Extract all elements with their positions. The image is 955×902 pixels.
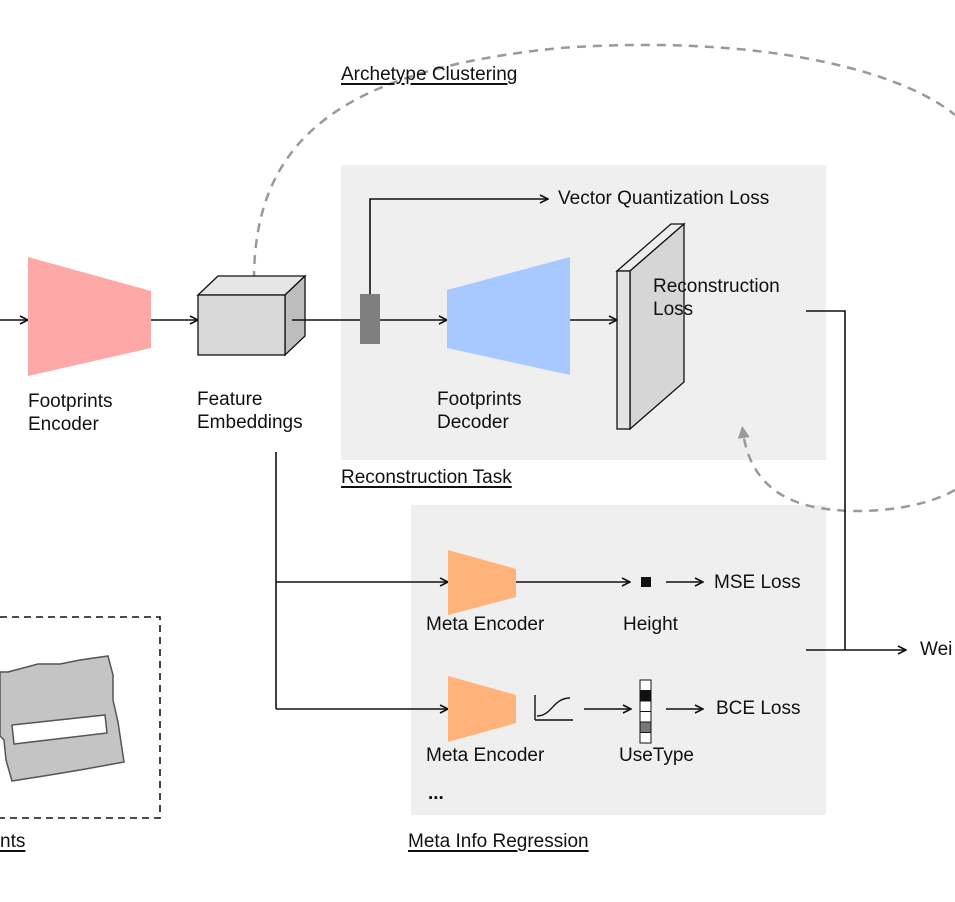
footprints-encoder-label-line1: Footprints (28, 391, 113, 412)
meta-info-regression-panel (411, 505, 826, 815)
usetype-label: UseType (619, 745, 694, 766)
reconstruction-task-title: Reconstruction Task (341, 467, 512, 488)
meta-encoder-1-label: Meta Encoder (426, 614, 545, 635)
footprints-input-title: nts (0, 831, 26, 852)
clustering-return-dashed-arc (737, 426, 955, 513)
footprints-decoder-label-line2: Decoder (437, 412, 509, 433)
meta-encoder-1-shape (448, 550, 516, 615)
vq-loss-label: Vector Quantization Loss (558, 188, 770, 209)
footprints-decoder-shape (447, 257, 570, 375)
feature-embeddings-label-line1: Feature (197, 389, 263, 410)
archetype-clustering-title: Archetype Clustering (341, 64, 518, 85)
more-meta-ellipsis: ... (428, 783, 444, 804)
meta-encoder-2-label: Meta Encoder (426, 745, 545, 766)
sigmoid-icon (534, 695, 573, 721)
reconstruction-task-panel (341, 165, 826, 460)
feature-embeddings-cube (196, 274, 307, 357)
mse-loss-label: MSE Loss (714, 572, 801, 593)
reconstruction-loss-to-sum-line (806, 310, 846, 650)
footprints-decoder-label-line1: Footprints (437, 389, 522, 410)
meta-encoder-2-shape (448, 676, 516, 742)
reconstruction-output-slab (615, 222, 686, 431)
usetype-vector-icon (639, 679, 652, 744)
footprints-encoder-shape (28, 257, 151, 376)
vq-loss-arrow (369, 199, 548, 294)
meta-info-regression-title: Meta Info Regression (408, 831, 589, 852)
footprints-encoder-label-line2: Encoder (28, 414, 99, 435)
weighted-sum-label: Wei (920, 639, 953, 660)
vector-quantizer-block (360, 294, 380, 344)
reconstruction-loss-label-line1: Reconstruction (653, 276, 780, 297)
building-footprint-shape (0, 655, 125, 782)
bce-loss-label: BCE Loss (716, 698, 801, 719)
height-label: Height (623, 614, 678, 635)
archetype-clustering-dashed-arc (252, 43, 955, 281)
height-output-square (641, 577, 651, 587)
feature-embeddings-label-line2: Embeddings (197, 412, 303, 433)
reconstruction-loss-label-line2: Loss (653, 299, 694, 320)
